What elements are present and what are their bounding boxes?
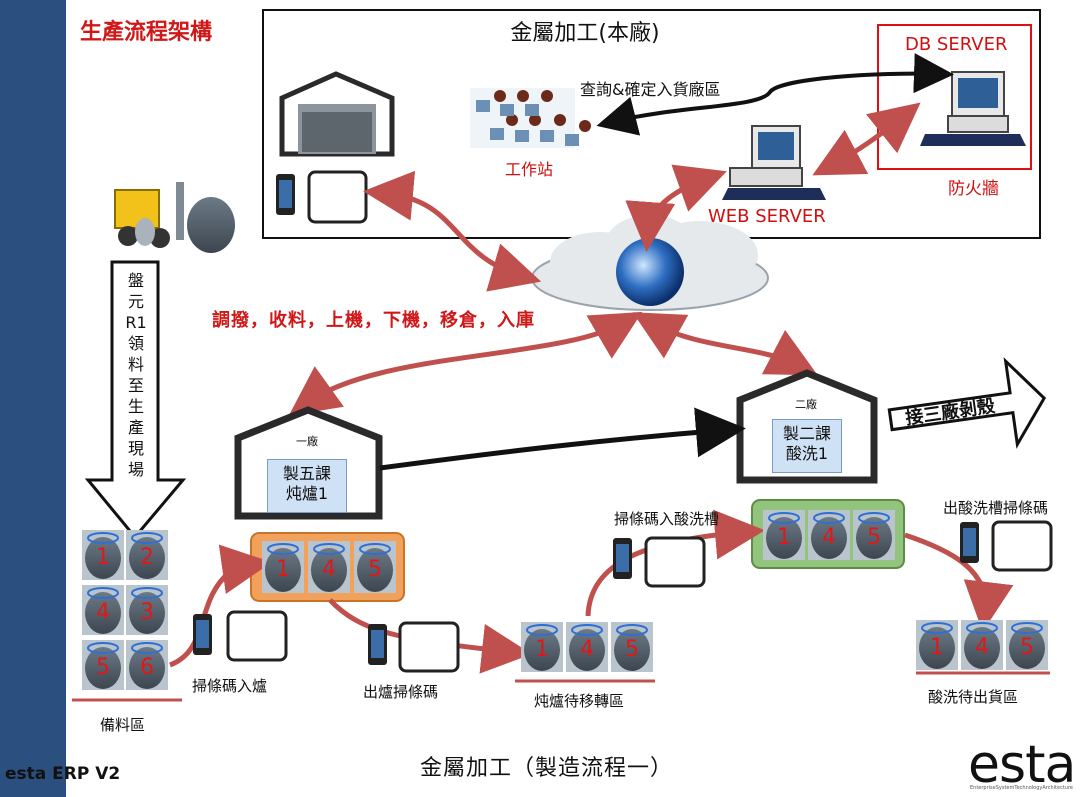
coil-shipping-1: 4: [961, 620, 1003, 670]
coil-pickling-0: 1: [763, 510, 805, 560]
tablet-icon: [644, 536, 706, 588]
footer-title: 金屬加工（製造流程一）: [420, 756, 674, 781]
coil-number: 5: [1020, 635, 1034, 660]
scan-in-acid-label: 掃條碼入酸洗槽: [614, 510, 720, 528]
coil-number: 1: [930, 635, 944, 660]
plant2-tag: 二廠: [795, 398, 817, 411]
coil-furnace-1: 4: [308, 541, 350, 593]
coil-number: 4: [822, 525, 836, 550]
page-title: 生產流程架構: [80, 20, 213, 45]
coil-number: 5: [368, 557, 382, 582]
plant1-line1: 製五課: [282, 464, 331, 483]
coil-number: 1: [96, 545, 110, 570]
plant2-line2: 酸洗1: [785, 444, 829, 463]
plant1-tag: 一廠: [296, 435, 318, 448]
coil-number: 4: [322, 557, 336, 582]
coil-transfer-2: 5: [611, 622, 653, 672]
prep-area-label: 備料區: [100, 716, 146, 734]
coil-pickling-2: 5: [853, 510, 895, 560]
coil-prep-0: 1: [82, 530, 124, 580]
coil-number: 4: [580, 637, 594, 662]
plant1-line2: 炖爐1: [285, 484, 329, 503]
db-server-label: DB SERVER: [905, 34, 1008, 55]
scan-in-furnace-label: 掃條碼入爐: [192, 677, 268, 695]
plant2-line1: 製二課: [782, 424, 831, 443]
material-flow-arrow: [84, 260, 187, 540]
coil-furnace-0: 1: [262, 541, 304, 593]
tablet-icon: [307, 170, 368, 224]
globe-icon: [616, 238, 684, 306]
scan-out-acid-label: 出酸洗槽掃條碼: [943, 499, 1049, 517]
coil-prep-4: 5: [82, 640, 124, 690]
brand-label: esta ERP V2: [5, 764, 121, 784]
coil-transfer-1: 4: [566, 622, 608, 672]
coil-shipping-2: 5: [1006, 620, 1048, 670]
coil-number: 4: [975, 635, 989, 660]
coil-number: 1: [276, 557, 290, 582]
tablet-icon: [991, 520, 1053, 572]
operations-label: 調撥，收料，上機，下機，移倉，入庫: [212, 310, 535, 331]
coil-number: 1: [535, 637, 549, 662]
hq-title: 金屬加工(本廠): [510, 21, 660, 46]
esta-logo-subtitle: EnterpriseSystemTechnologyArchitecture: [970, 785, 1073, 791]
coil-furnace-2: 5: [354, 541, 396, 593]
coil-number: 4: [96, 600, 110, 625]
coil-number: 3: [140, 600, 154, 625]
transfer-area-label: 炖爐待移轉區: [534, 692, 625, 710]
coil-prep-2: 4: [82, 585, 124, 635]
coil-number: 5: [867, 525, 881, 550]
coil-prep-3: 3: [126, 585, 168, 635]
plant1-unit: 製五課 炖爐1: [267, 459, 347, 513]
coil-number: 5: [625, 637, 639, 662]
coil-prep-5: 6: [126, 640, 168, 690]
tablet-icon: [226, 610, 288, 662]
ship-area-label: 酸洗待出貨區: [928, 688, 1019, 706]
forklift-icon: [114, 182, 235, 253]
workstation-group-icon: [470, 88, 591, 148]
sidebar: [0, 0, 66, 797]
esta-logo: esta: [968, 735, 1076, 795]
coil-number: 5: [96, 655, 110, 680]
coil-number: 1: [777, 525, 791, 550]
coil-pickling-1: 4: [808, 510, 850, 560]
coil-transfer-0: 1: [521, 622, 563, 672]
web-server-icon: [722, 125, 826, 200]
scan-out-furnace-label: 出爐掃條碼: [363, 683, 439, 701]
coil-number: 2: [140, 545, 154, 570]
coil-number: 6: [140, 655, 154, 680]
next-step-arrow: [887, 357, 1047, 449]
web-server-label: WEB SERVER: [708, 206, 826, 227]
tablet-icon: [398, 621, 460, 673]
coil-prep-1: 2: [126, 530, 168, 580]
hq-warehouse-icon: [279, 71, 395, 157]
db-server-icon: [920, 71, 1026, 146]
coil-shipping-0: 1: [916, 620, 958, 670]
plant2-unit: 製二課 酸洗1: [772, 419, 842, 473]
firewall-label: 防火牆: [948, 179, 999, 199]
